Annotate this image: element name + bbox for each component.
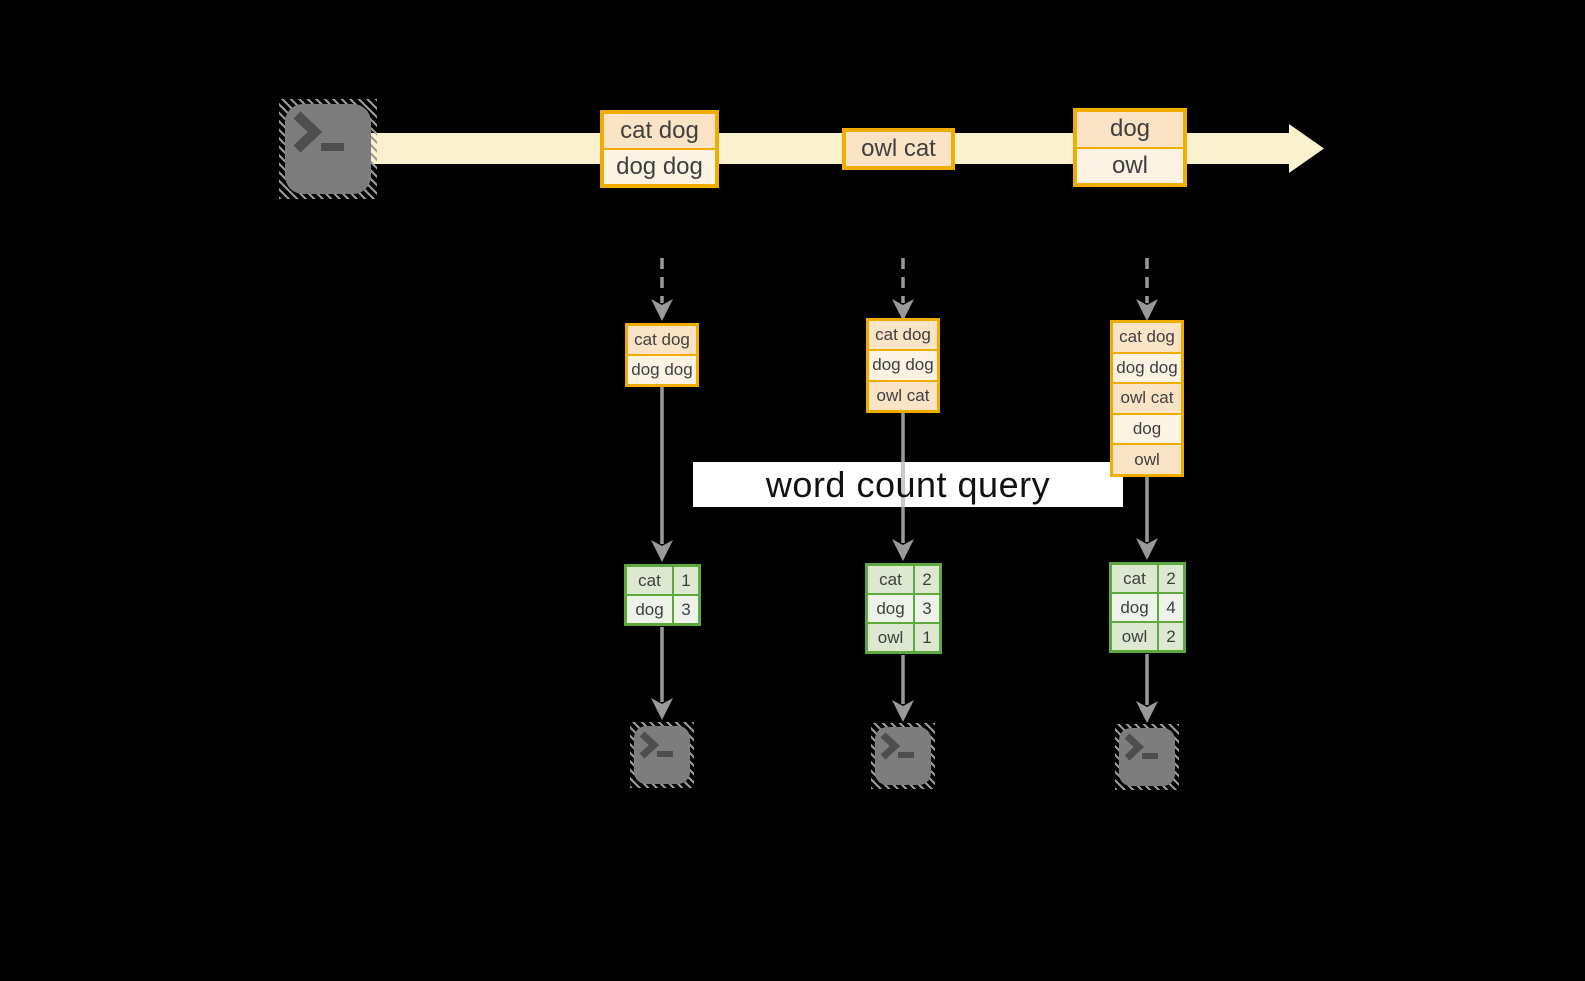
count-table-2: cat 2 dog 3 owl 1: [865, 563, 942, 654]
count-row: dog 4: [1112, 592, 1183, 621]
count-row: cat 2: [868, 566, 939, 593]
count-row: owl 1: [868, 622, 939, 651]
count-value: 2: [1159, 565, 1183, 592]
count-row: dog 3: [868, 593, 939, 622]
count-word: cat: [868, 566, 915, 593]
input-window-3: cat dog dog dog owl cat dog owl: [1110, 320, 1184, 477]
window-record: dog dog: [869, 349, 937, 380]
query-arrow-1: [651, 386, 673, 562]
terminal-prompt-icon: [880, 732, 914, 760]
count-word: dog: [627, 596, 674, 623]
batch-record: dog: [1077, 112, 1183, 147]
count-row: cat 1: [627, 567, 698, 594]
terminal-icon: [279, 99, 377, 199]
batch-arrow-2: [892, 258, 914, 321]
window-record: owl cat: [869, 379, 937, 410]
input-window-2: cat dog dog dog owl cat: [866, 318, 940, 413]
input-window-1: cat dog dog dog: [625, 323, 699, 387]
stream-batch-2: owl cat: [842, 128, 955, 170]
batch-arrow-1: [651, 258, 673, 321]
terminal-icon: [871, 723, 935, 789]
count-value: 3: [915, 595, 939, 622]
query-arrow-3: [1136, 476, 1158, 560]
count-table-3: cat 2 dog 4 owl 2: [1109, 562, 1186, 653]
query-banner: word count query: [693, 462, 1123, 507]
count-word: cat: [627, 567, 674, 594]
count-value: 4: [1159, 594, 1183, 621]
window-record: cat dog: [869, 321, 937, 350]
count-value: 1: [915, 624, 939, 651]
count-word: dog: [1112, 594, 1159, 621]
batch-arrow-3: [1136, 258, 1158, 321]
sink-arrow-3: [1136, 654, 1158, 723]
count-table-1: cat 1 dog 3: [624, 564, 701, 626]
terminal-icon: [1115, 724, 1179, 790]
terminal-icon: [630, 722, 694, 788]
sink-arrow-1: [651, 627, 673, 720]
batch-record: dog dog: [604, 148, 715, 184]
query-banner-label: word count query: [765, 463, 1051, 505]
count-row: owl 2: [1112, 621, 1183, 650]
window-record: owl cat: [1113, 382, 1181, 413]
window-record: dog: [1113, 412, 1181, 444]
count-row: dog 3: [627, 594, 698, 623]
stream-batch-3: dog owl: [1073, 108, 1187, 187]
sink-arrow-2: [892, 655, 914, 722]
count-value: 3: [674, 596, 698, 623]
batch-record: owl cat: [846, 132, 951, 166]
window-record: dog dog: [1113, 351, 1181, 383]
count-word: owl: [868, 624, 915, 651]
window-record: owl: [1113, 443, 1181, 474]
window-record: dog dog: [628, 354, 696, 384]
count-value: 2: [915, 566, 939, 593]
window-record: cat dog: [628, 326, 696, 354]
window-record: cat dog: [1113, 323, 1181, 352]
count-word: owl: [1112, 623, 1159, 650]
terminal-prompt-icon: [293, 111, 344, 153]
terminal-prompt-icon: [639, 731, 673, 759]
count-value: 1: [674, 567, 698, 594]
count-row: cat 2: [1112, 565, 1183, 592]
count-word: cat: [1112, 565, 1159, 592]
terminal-prompt-icon: [1124, 733, 1158, 761]
batch-record: owl: [1077, 146, 1183, 183]
batch-record: cat dog: [604, 114, 715, 148]
arrow-through-banner: [901, 462, 905, 507]
count-value: 2: [1159, 623, 1183, 650]
stream-batch-1: cat dog dog dog: [600, 110, 719, 188]
count-word: dog: [868, 595, 915, 622]
